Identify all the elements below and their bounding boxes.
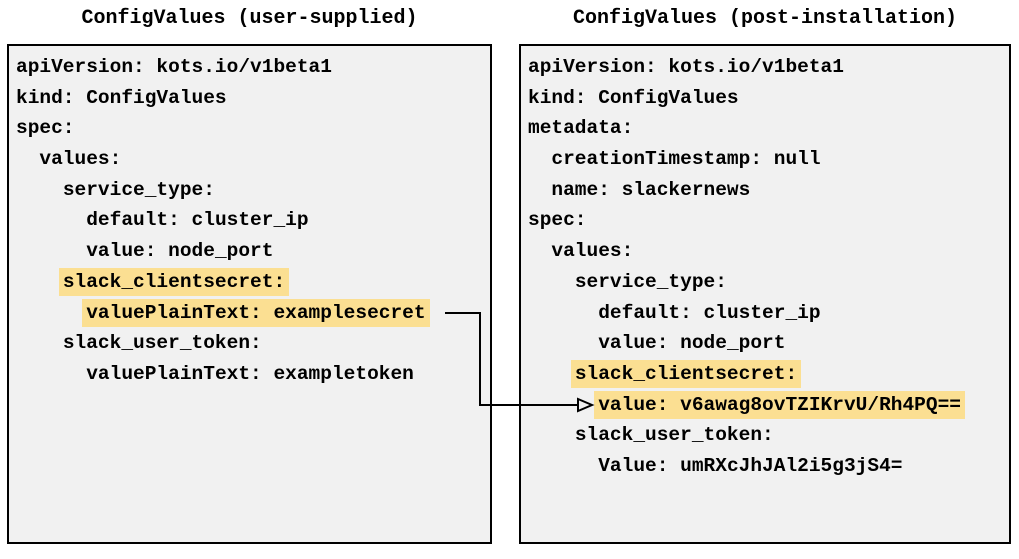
code-indent: [528, 179, 551, 201]
code-line: service_type:: [528, 267, 1009, 298]
code-text: valuePlainText: exampletoken: [86, 362, 414, 385]
code-text: service_type:: [62, 178, 215, 201]
code-line: value: node_port: [16, 236, 490, 267]
panel-title-post-installation: ConfigValues (post-installation): [572, 7, 958, 30]
code-line: values:: [16, 144, 490, 175]
highlighted-code-text: valuePlainText: examplesecret: [82, 298, 430, 327]
code-indent: [528, 332, 598, 354]
code-line: spec:: [16, 113, 490, 144]
code-line: Value: umRXcJhJAl2i5g3jS4=: [528, 451, 1009, 482]
code-text: name: slackernews: [551, 178, 751, 201]
code-indent: [16, 148, 39, 170]
panel-title-user-supplied: ConfigValues (user-supplied): [81, 7, 418, 30]
code-line: kind: ConfigValues: [528, 83, 1009, 114]
code-text: value: node_port: [86, 240, 274, 263]
code-indent: [16, 363, 86, 385]
code-line: apiVersion: kots.io/v1beta1: [16, 52, 490, 83]
code-text: apiVersion: kots.io/v1beta1: [16, 56, 332, 78]
code-line: service_type:: [16, 175, 490, 206]
code-line: slack_user_token:: [528, 420, 1009, 451]
code-line: creationTimestamp: null: [528, 144, 1009, 175]
code-text: Value: umRXcJhJAl2i5g3jS4=: [598, 454, 903, 477]
code-text: slack_user_token:: [574, 424, 774, 447]
code-text: default: cluster_ip: [86, 209, 309, 232]
config-panel-user-supplied: apiVersion: kots.io/v1beta1 kind: ConfigV…: [7, 44, 492, 544]
code-text: creationTimestamp: null: [551, 148, 821, 171]
highlighted-code-text: slack_clientsecret:: [570, 359, 802, 388]
code-line: value: v6awag8ovTZIKrvU/Rh4PQ==: [528, 390, 1009, 421]
code-line: kind: ConfigValues: [16, 83, 490, 114]
code-text: values:: [39, 148, 122, 171]
code-text: apiVersion: kots.io/v1beta1: [528, 56, 844, 78]
code-indent: [528, 455, 598, 477]
code-line: slack_user_token:: [16, 328, 490, 359]
code-line: slack_clientsecret:: [16, 267, 490, 298]
code-line: value: node_port: [528, 328, 1009, 359]
code-line: spec:: [528, 205, 1009, 236]
code-line: slack_clientsecret:: [528, 359, 1009, 390]
code-line: metadata:: [528, 113, 1009, 144]
code-text: slack_user_token:: [62, 332, 262, 355]
code-text: values:: [551, 240, 634, 263]
code-indent: [528, 148, 551, 170]
code-line: default: cluster_ip: [528, 298, 1009, 329]
code-line: apiVersion: kots.io/v1beta1: [528, 52, 1009, 83]
code-indent: [528, 363, 575, 385]
code-text: kind: ConfigValues: [528, 86, 739, 109]
code-indent: [16, 332, 63, 354]
code-line: name: slackernews: [528, 175, 1009, 206]
code-indent: [528, 394, 598, 416]
code-text: value: node_port: [598, 332, 786, 355]
code-line: valuePlainText: exampletoken: [16, 359, 490, 390]
code-text: service_type:: [574, 270, 727, 293]
highlighted-code-text: slack_clientsecret:: [58, 267, 290, 296]
code-line: valuePlainText: examplesecret: [16, 298, 490, 329]
code-text: spec:: [528, 209, 587, 232]
highlighted-code-text: value: v6awag8ovTZIKrvU/Rh4PQ==: [594, 390, 965, 419]
code-text: default: cluster_ip: [598, 301, 821, 324]
code-indent: [528, 424, 575, 446]
code-indent: [16, 209, 86, 231]
code-indent: [16, 271, 63, 293]
code-indent: [528, 240, 551, 262]
code-line: values:: [528, 236, 1009, 267]
code-text: kind: ConfigValues: [16, 86, 227, 109]
code-indent: [16, 179, 63, 201]
code-indent: [16, 302, 86, 324]
code-text: spec:: [16, 117, 75, 140]
code-indent: [528, 302, 598, 324]
config-panel-post-installation: apiVersion: kots.io/v1beta1 kind: ConfigV…: [519, 44, 1011, 544]
code-line: default: cluster_ip: [16, 205, 490, 236]
code-text: metadata:: [528, 117, 634, 140]
code-indent: [528, 271, 575, 293]
code-indent: [16, 240, 86, 262]
